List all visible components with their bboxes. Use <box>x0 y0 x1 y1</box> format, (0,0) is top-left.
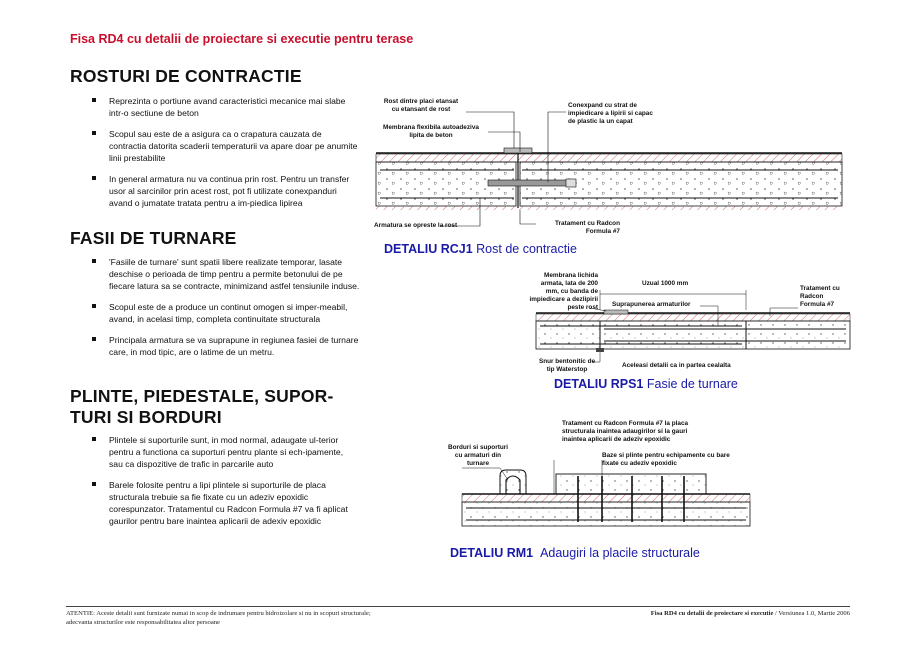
label-line: structurala inaintea adaugirilor si la g… <box>562 428 688 435</box>
caption-code: DETALIU RM1 <box>450 546 534 560</box>
label-line: mm, cu banda de <box>545 288 598 295</box>
heading-fasii: FASII DE TURNARE <box>70 228 237 248</box>
footer-divider <box>66 606 850 607</box>
rcj1-label-tratament: Tratament cu Radcon Formula #7 <box>540 220 620 236</box>
rcj1-label-conexpand: Conexpand cu strat de impiedicare a lipi… <box>568 102 678 126</box>
label-line: de plastic la un capat <box>568 118 633 125</box>
rcj1-label-armatura: Armatura se opreste la rost <box>374 222 458 229</box>
footer-disclaimer-line1: ATENTIE: Aceste detalii sunt furnizate n… <box>66 610 371 617</box>
label-line: Conexpand cu strat de <box>568 102 637 109</box>
bullet-item: Principala armatura se va suprapune in r… <box>91 334 363 358</box>
label-line: turnare <box>466 460 490 467</box>
label-line: Tratament cu Radcon Formula #7 la placa <box>562 420 689 427</box>
label-line: Formula #7 <box>585 228 620 235</box>
caption-code: DETALIU RPS1 <box>554 377 644 391</box>
rcj1-section-svg <box>375 111 843 227</box>
heading-plinte-line1: PLINTE, PIEDESTALE, SUPOR- <box>70 386 334 406</box>
caption-rps1: DETALIU RPS1 Fasie de turnare <box>554 377 738 391</box>
footer-version: Fisa RD4 cu detalii de proiectare si exe… <box>651 609 850 618</box>
bullet-item: In general armatura nu va continua prin … <box>91 173 359 209</box>
label-line: Rost dintre placi etansat <box>383 98 459 105</box>
footer-disclaimer: ATENTIE: Aceste detalii sunt furnizate n… <box>66 609 371 627</box>
label-line: armata, lata de 200 <box>540 280 598 287</box>
bullet-item: Reprezinta o portiune avand caracteristi… <box>91 95 359 119</box>
rm1-label-bare: Baze si plinte pentru echipamente cu bar… <box>602 452 730 468</box>
label-line: lipita de beton <box>409 132 453 139</box>
bullet-item: Plintele si suporturile sunt, in mod nor… <box>91 434 357 470</box>
caption-name: Adaugiri la placile structurale <box>540 546 700 560</box>
caption-name: Fasie de turnare <box>646 377 738 391</box>
label-line: Tratament cu <box>800 285 840 292</box>
heading-plinte-line2: TURI SI BORDURI <box>70 407 222 427</box>
label-line: Formula #7 <box>800 301 835 308</box>
caption-rcj1: DETALIU RCJ1 Rost de contractie <box>384 242 577 256</box>
bullet-item: 'Fasiile de turnare' sunt spatii libere … <box>91 256 363 292</box>
label-line: Baze si plinte pentru echipamente cu bar… <box>602 452 730 459</box>
heading-plinte: PLINTE, PIEDESTALE, SUPOR- TURI SI BORDU… <box>70 386 334 428</box>
label-line: inaintea aplicarii de adeziv epoxidic <box>562 436 671 443</box>
label-line: tip Waterstop <box>546 366 588 373</box>
label-line: cu armaturi din <box>454 452 502 459</box>
rm1-section-svg <box>461 456 751 527</box>
label-line: Membrana lichida <box>544 272 598 279</box>
fasii-bullet-list: 'Fasiile de turnare' sunt spatii libere … <box>91 256 363 367</box>
rps1-label-suprapunerea: Suprapunerea armaturilor <box>612 301 691 308</box>
rps1-label-acelasi: Aceleasi detalii ca in partea cealalta <box>622 362 731 369</box>
rm1-label-tratament: Tratament cu Radcon Formula #7 la placa … <box>562 420 688 444</box>
footer-disclaimer-line2: adecvanta structurilor este responsabili… <box>66 619 220 626</box>
caption-rm1: DETALIU RM1 Adaugiri la placile structur… <box>450 546 700 560</box>
label-line: peste rost <box>567 304 598 311</box>
plinte-bullet-list: Plintele si suporturile sunt, in mod nor… <box>91 434 357 536</box>
label-line: cu etansant de rost <box>391 106 451 113</box>
footer-version-text: / Versiunea 1.0, Martie 2006 <box>773 610 850 617</box>
document-title: Fisa RD4 cu detalii de proiectare si exe… <box>70 32 414 46</box>
bullet-item: Scopul sau este de a asigura ca o crapat… <box>91 128 359 164</box>
bullet-item: Barele folosite pentru a lipi plintele s… <box>91 479 357 527</box>
rps1-section-svg <box>535 290 851 363</box>
label-line: Tratament cu Radcon <box>555 220 620 227</box>
caption-name: Rost de contractie <box>476 242 577 256</box>
detail-rps1-drawing <box>530 286 860 366</box>
rps1-label-snur: Snur bentonitic de tip Waterstop <box>532 358 602 374</box>
heading-rosturi: ROSTURI DE CONTRACTIE <box>70 66 302 86</box>
detail-rm1-drawing <box>456 456 756 540</box>
rps1-label-tratament: Tratament cu Radcon Formula #7 <box>800 285 840 309</box>
label-line: Borduri si suporturi <box>447 444 508 451</box>
detail-rcj1-drawing <box>370 96 850 236</box>
rcj1-label-rost: Rost dintre placi etansat cu etansant de… <box>378 98 464 114</box>
rm1-label-borduri: Borduri si suporturi cu armaturi din tur… <box>440 444 516 468</box>
rosturi-bullet-list: Reprezinta o portiune avand caracteristi… <box>91 95 359 218</box>
rps1-label-uzual: Uzual 1000 mm <box>642 280 689 287</box>
label-line: Radcon <box>800 293 824 300</box>
caption-code: DETALIU RCJ1 <box>384 242 473 256</box>
label-line: Snur bentonitic de <box>538 358 596 365</box>
label-line: Membrana flexibila autoadeziva <box>383 124 479 131</box>
rps1-label-membrana: Membrana lichida armata, lata de 200 mm,… <box>516 272 598 312</box>
label-line: fixate cu adeziv epoxidic <box>602 460 677 467</box>
bullet-item: Scopul este de a produce un continut omo… <box>91 301 363 325</box>
label-line: impiedicare a lipirii si capac <box>568 110 653 117</box>
footer-doc-name: Fisa RD4 cu detalii de proiectare si exe… <box>650 610 774 617</box>
rcj1-label-membrana: Membrana flexibila autoadeziva lipita de… <box>372 124 490 140</box>
label-line: impiedicare a dezlipirii <box>529 296 598 303</box>
